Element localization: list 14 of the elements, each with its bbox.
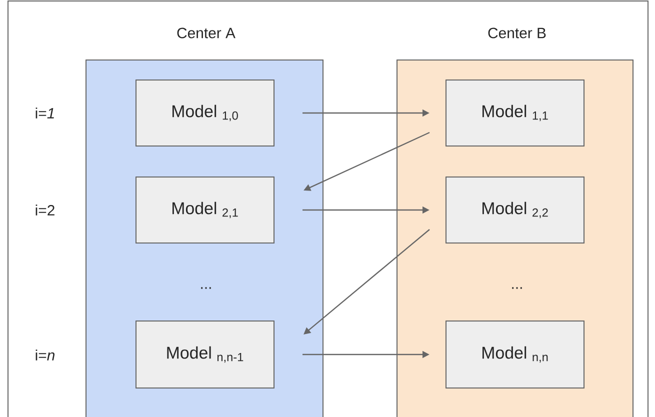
model-box: Model $_{n,n}$	[446, 320, 584, 388]
row-label: i=n	[36, 350, 54, 360]
row-label: i=1	[36, 108, 54, 118]
model-box: Model $_{2,2}$	[446, 176, 584, 244]
model-box: Model $_{n,n-1}$	[136, 320, 274, 388]
model-box: Model $_{2,1}$	[136, 176, 274, 244]
model-box: Model $_{1,1}$	[446, 80, 584, 146]
ellipsis: ...	[512, 287, 522, 289]
model-box: Model $_{1,0}$	[136, 80, 274, 146]
row-label: i=2	[36, 204, 54, 216]
node-label: Center A	[177, 28, 236, 38]
arrow	[304, 229, 430, 334]
ellipsis: ...	[201, 287, 211, 289]
node-label: Center B	[488, 28, 546, 38]
